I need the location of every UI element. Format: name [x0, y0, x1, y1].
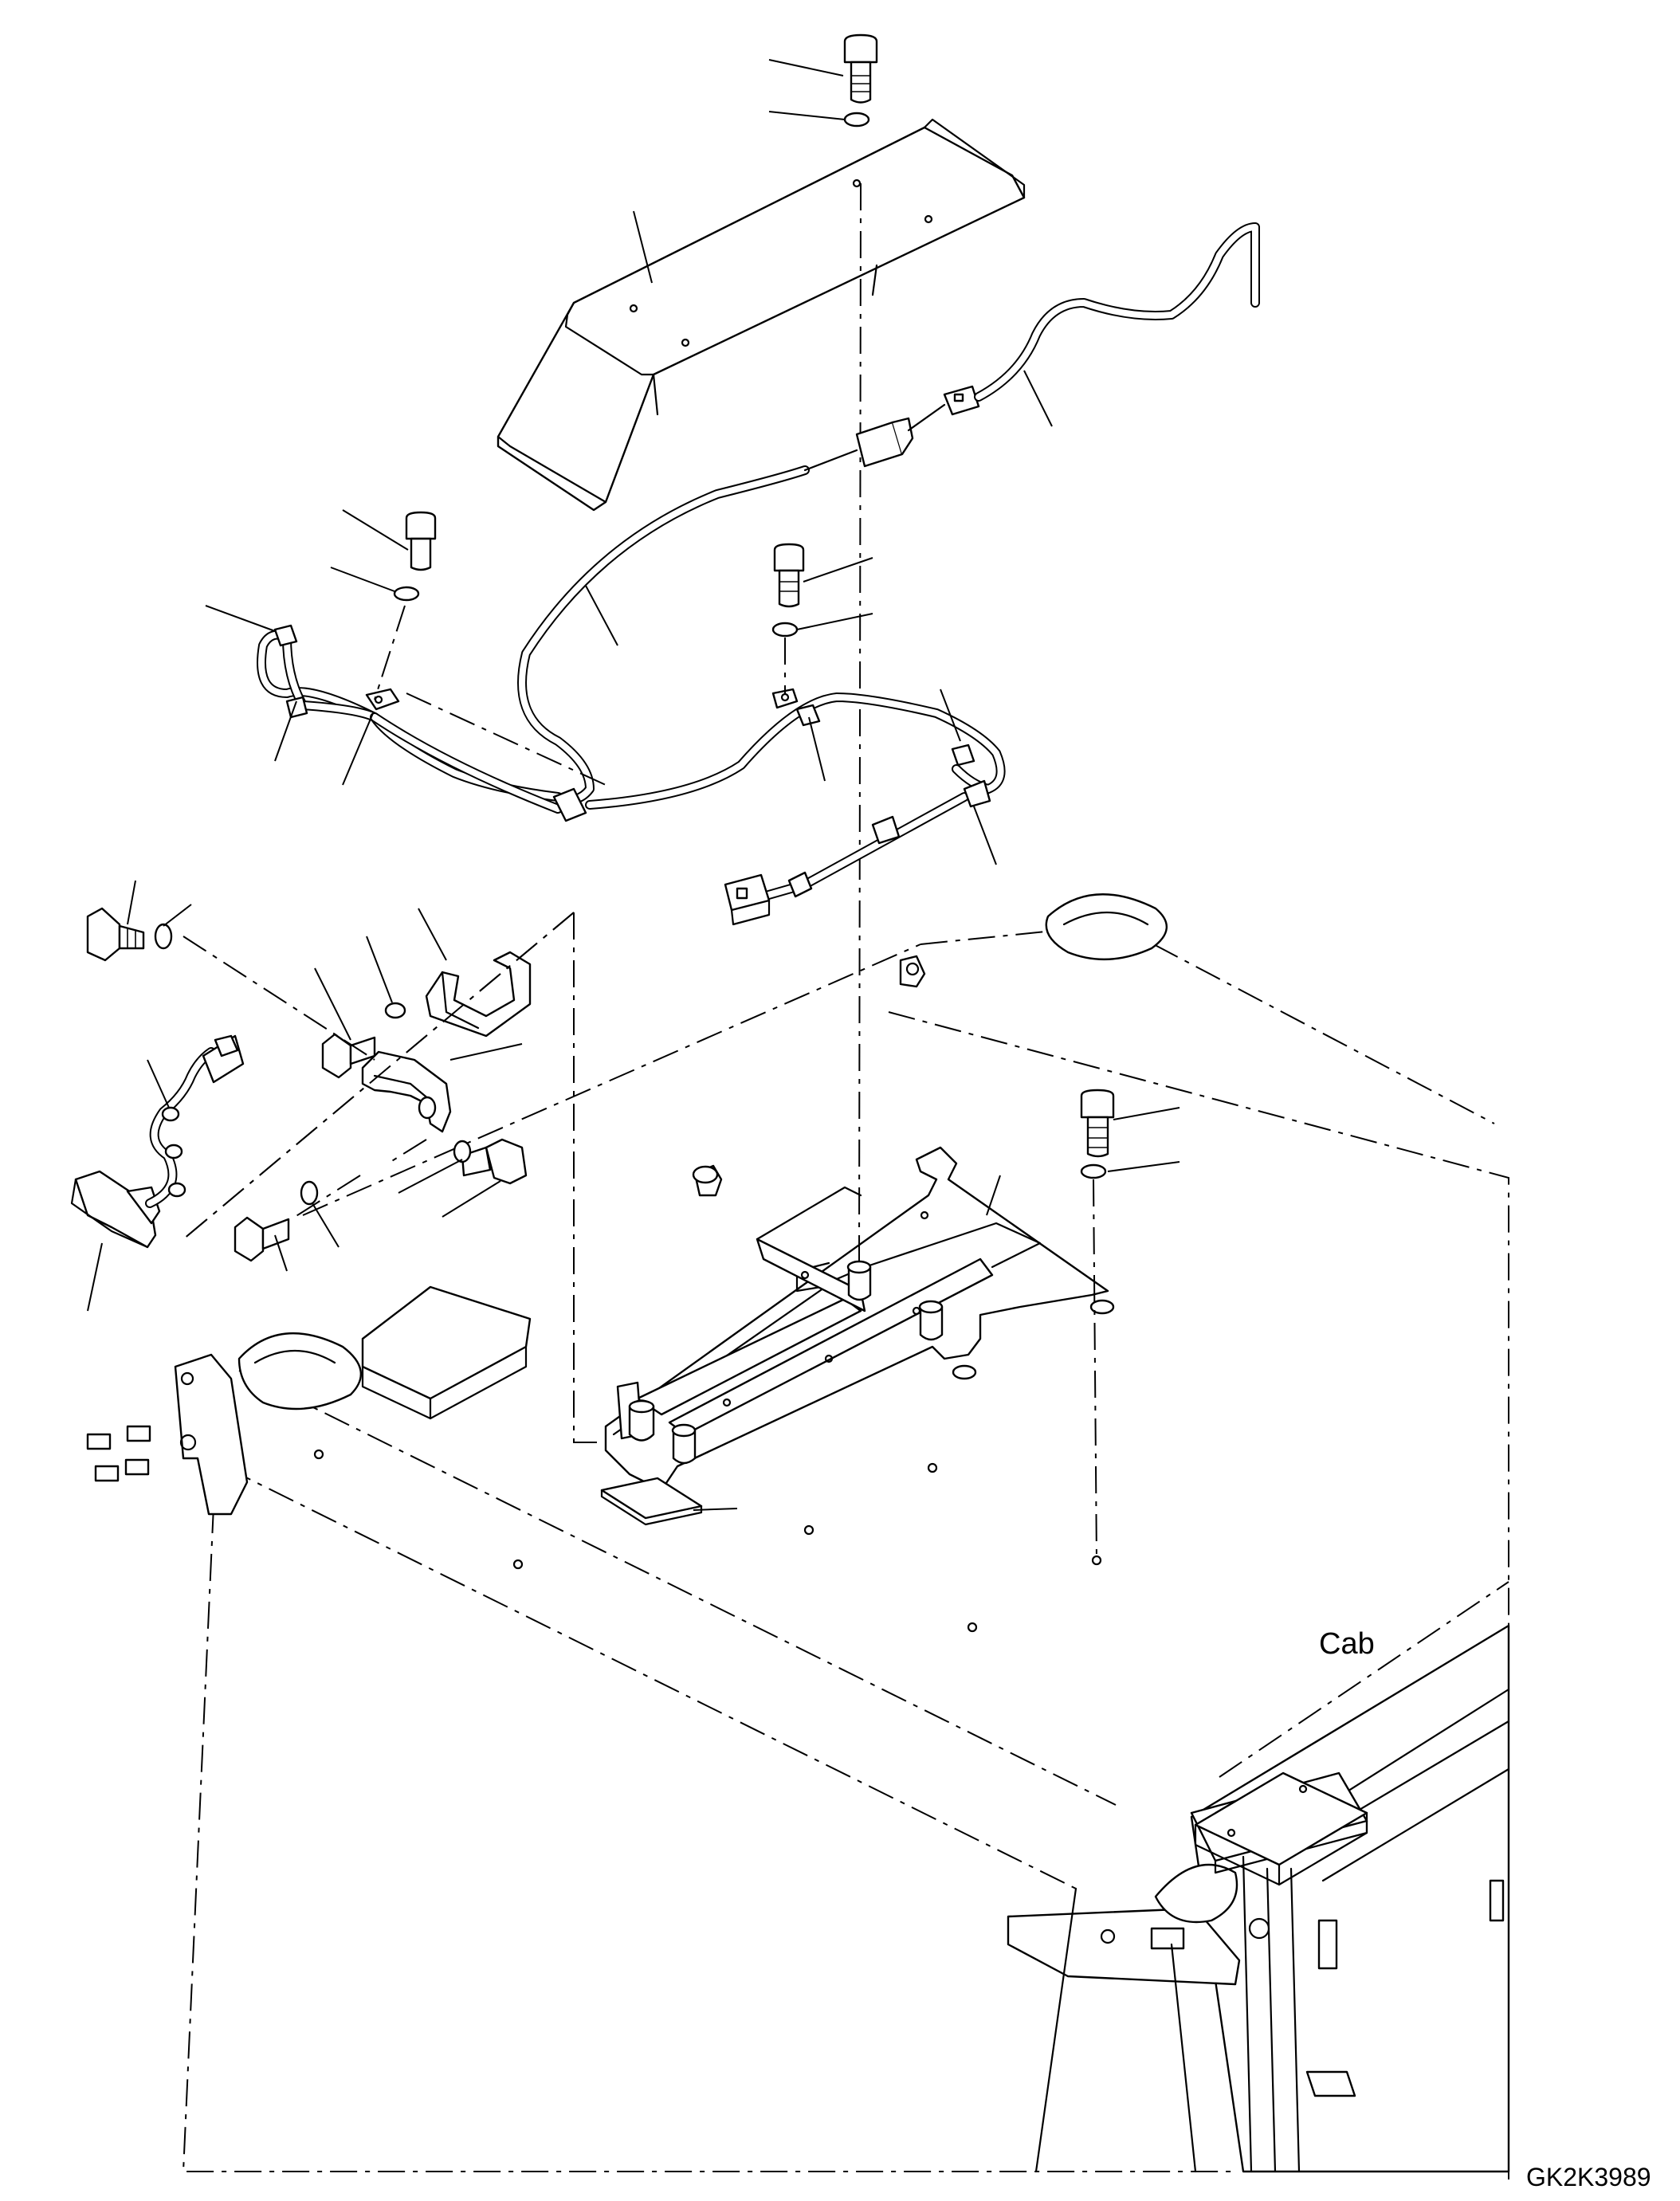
- center-line: [858, 182, 862, 1268]
- top-washer: [843, 112, 870, 128]
- bolt-upper-left: [405, 511, 437, 571]
- bolt-bracket-a: [321, 1033, 376, 1079]
- bolt-right: [1080, 1089, 1115, 1158]
- washer-bracket-b: [300, 1180, 319, 1206]
- bolt-bracket-c: [461, 1138, 528, 1185]
- bolt-left: [86, 907, 145, 962]
- bolt-center: [773, 543, 805, 608]
- cover: [497, 118, 1026, 512]
- bracket-dash-lines: [183, 912, 575, 1240]
- wire-harness: [257, 222, 1260, 926]
- washer-left: [154, 923, 173, 950]
- washer-center: [771, 622, 799, 638]
- cab-front-corner: [1007, 1624, 1510, 2173]
- dash-right: [1093, 1179, 1097, 1563]
- sensor-switch: [70, 1034, 245, 1249]
- bracket-upper: [425, 951, 532, 1038]
- cab-label: Cab: [1319, 1627, 1375, 1661]
- drawing-number: GK2K3989: [1526, 2163, 1651, 2191]
- leader-lines: [87, 59, 1180, 1511]
- dash-upper-left: [374, 605, 406, 700]
- washer-upper-left: [393, 586, 420, 602]
- roof-module: [1194, 1771, 1368, 1886]
- cab-rear-corner: [86, 1285, 532, 1516]
- dash-cover: [406, 692, 606, 786]
- top-bolt: [843, 33, 878, 104]
- bracket-lower: [361, 1050, 452, 1133]
- bolt-bracket-b: [234, 1216, 290, 1262]
- washer-bracket-a: [384, 1002, 406, 1019]
- mounting-plate: [604, 1146, 1115, 1492]
- washer-bracket-c: [453, 1140, 472, 1163]
- pad: [600, 1477, 703, 1526]
- washer-right: [1080, 1163, 1107, 1179]
